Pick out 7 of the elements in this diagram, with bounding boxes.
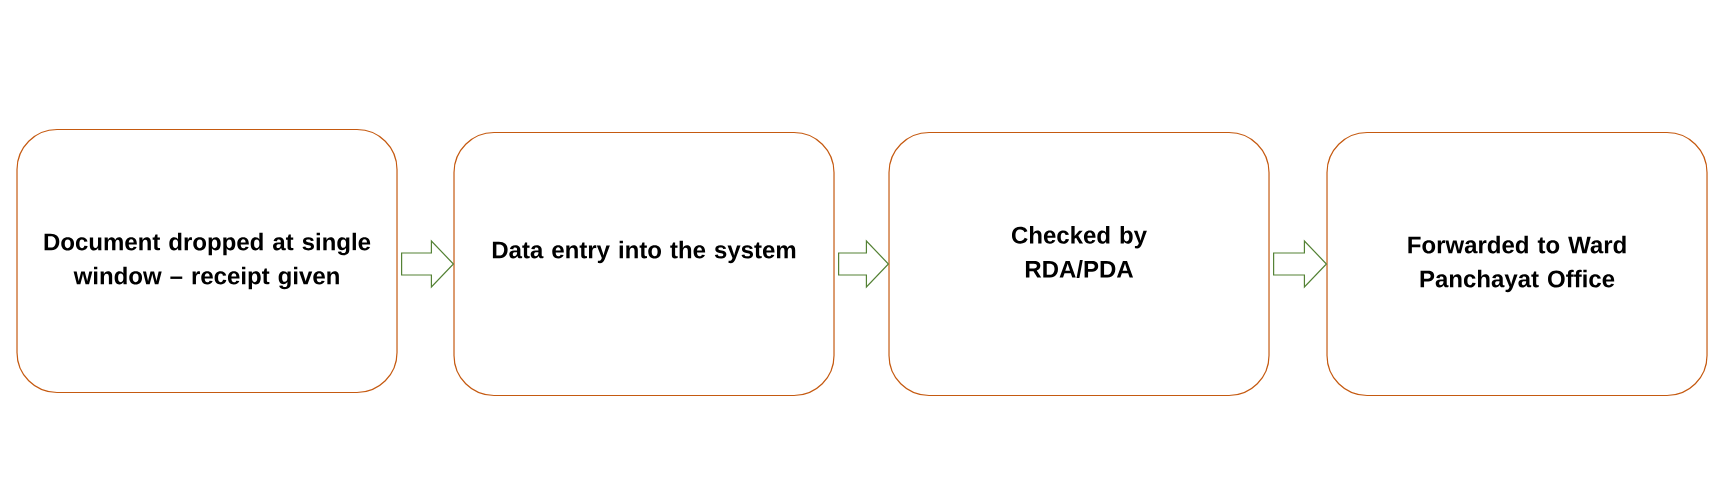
block-arrow bbox=[1273, 239, 1328, 289]
process-box: Data entry into the system bbox=[453, 131, 835, 397]
process-box: Checked by RDA/PDA bbox=[888, 131, 1270, 397]
process-box: Forwarded to Ward Panchayat Office bbox=[1326, 131, 1708, 397]
block-arrow bbox=[401, 239, 455, 289]
block-arrow bbox=[838, 239, 890, 289]
process-box: Document dropped at single window – receipt given bbox=[16, 128, 398, 394]
